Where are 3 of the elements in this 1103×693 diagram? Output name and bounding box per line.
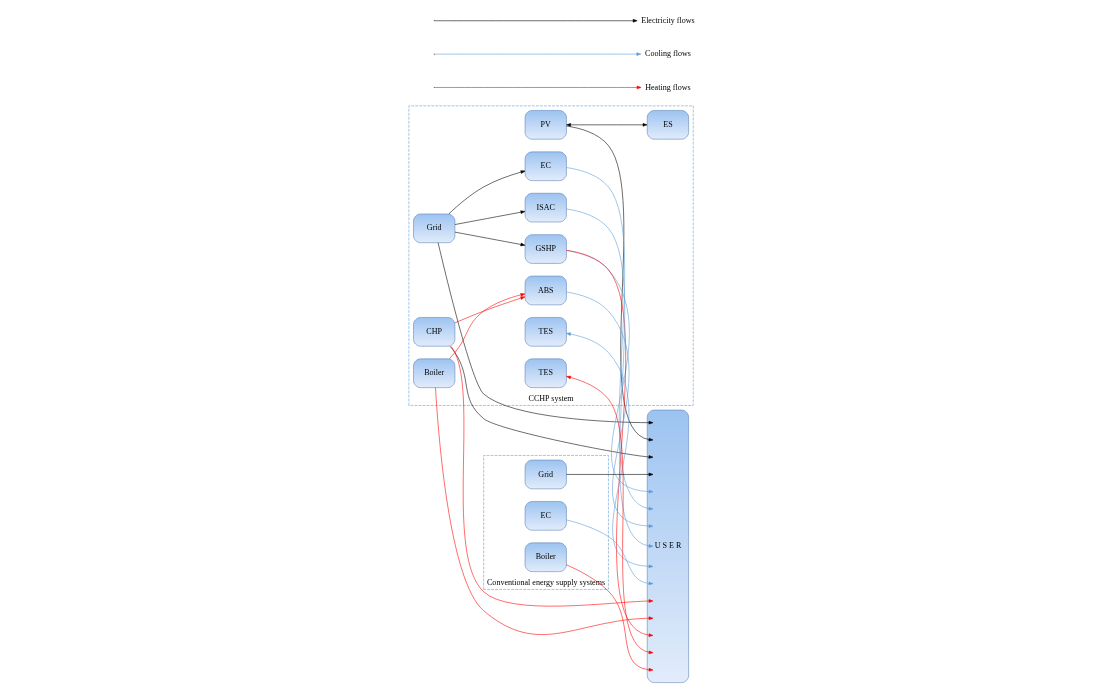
legend-label: Cooling flows xyxy=(645,49,691,59)
legend-label: Heating flows xyxy=(645,82,691,92)
legend-label: Electricity flows xyxy=(641,15,695,25)
